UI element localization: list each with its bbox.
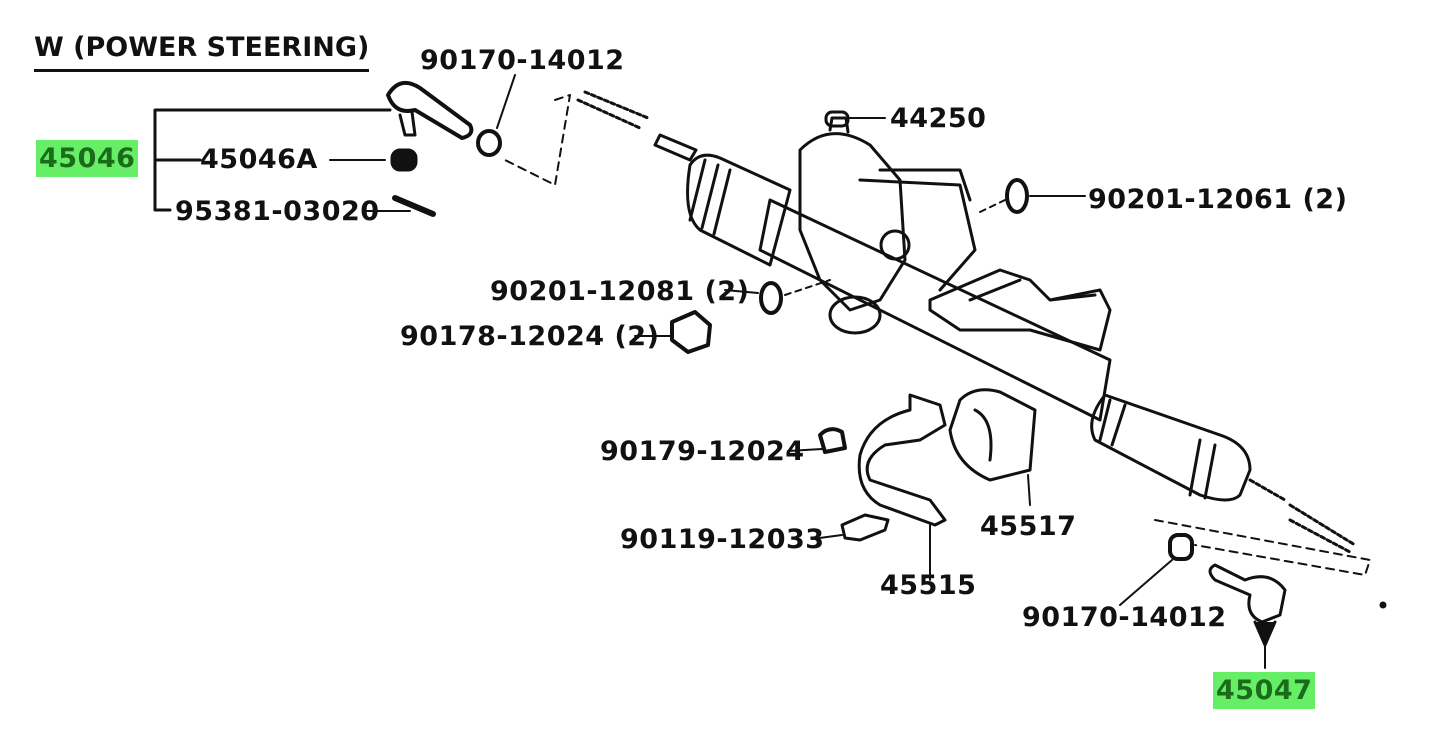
part-label-45046-highlighted[interactable]: 45046 [36, 140, 139, 177]
part-label-90119-12033: 90119-12033 [620, 524, 825, 555]
part-label-45515: 45515 [880, 570, 977, 601]
part-label-90170-14012-top: 90170-14012 [420, 45, 625, 76]
part-label-90178-12024: 90178-12024 (2) [400, 321, 660, 352]
part-label-90179-12024: 90179-12024 [600, 436, 805, 467]
diagram-title: W (POWER STEERING) [34, 32, 370, 72]
part-label-44250: 44250 [890, 103, 987, 134]
bracket-lines [153, 108, 392, 212]
part-label-90201-12061: 90201-12061 (2) [1088, 184, 1348, 215]
part-label-90201-12081: 90201-12081 (2) [490, 276, 750, 307]
part-label-45517: 45517 [980, 511, 1077, 542]
part-label-95381-03020: 95381-03020 [175, 196, 380, 227]
part-label-45047-highlighted[interactable]: 45047 [1213, 672, 1316, 709]
part-label-45046A: 45046A [200, 144, 318, 175]
tie-rod-end-left [386, 80, 474, 217]
part-label-90170-14012-bottom: 90170-14012 [1022, 602, 1227, 633]
